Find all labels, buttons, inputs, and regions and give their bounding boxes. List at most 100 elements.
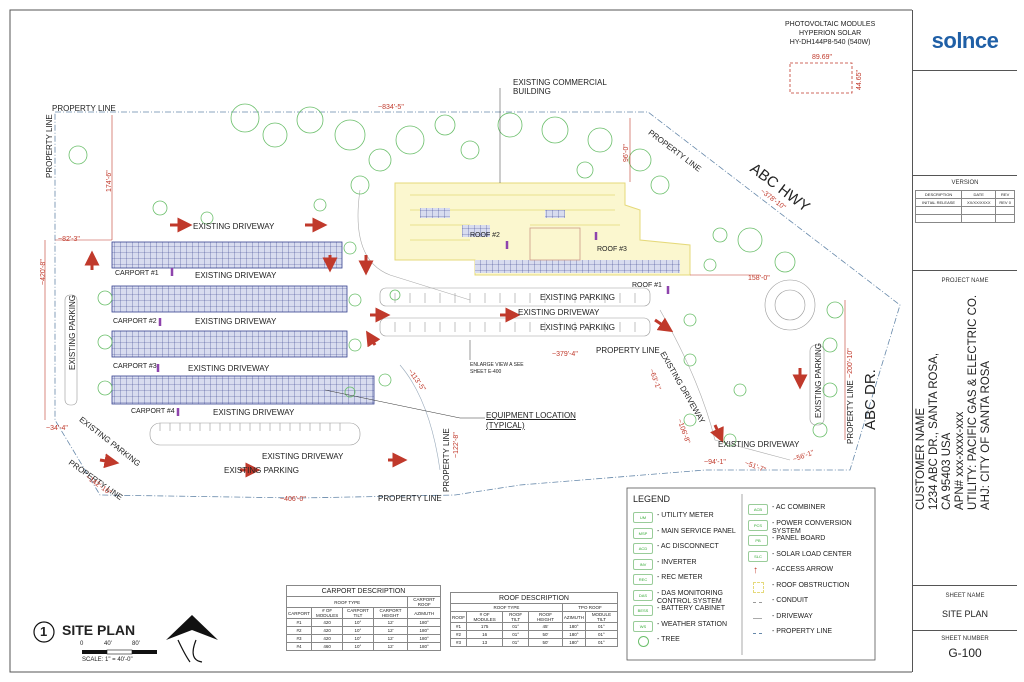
version-description: INITIAL RELEASE xyxy=(914,198,963,207)
label-driveway-8: EXISTING DRIVEWAY xyxy=(718,440,800,449)
driveway-icon xyxy=(753,613,762,619)
roof_table-header-cell: ROOF TILT xyxy=(502,611,530,623)
label-abc-dr: ABC DR. xyxy=(862,369,879,430)
carport_table-cell: 10° xyxy=(342,642,374,651)
carport_table-header-cell: AZIMUTH xyxy=(407,607,441,619)
legend-symbol: REC xyxy=(633,574,653,585)
carport_table-cell: 420 xyxy=(310,618,344,627)
roof-table-group: ROOF TYPE xyxy=(450,603,563,612)
legend-title: LEGEND xyxy=(633,494,671,504)
legend-label: - PROPERTY LINE xyxy=(772,628,833,635)
north-arrow xyxy=(166,615,218,663)
dim-406: ~406'-0" xyxy=(280,496,306,503)
property-line xyxy=(54,111,901,499)
customer-name: CUSTOMER NAME xyxy=(915,407,927,510)
roof_table-cell: 180° xyxy=(561,622,586,631)
carport_table-cell: 12' xyxy=(372,626,409,635)
dim-96: 96'-0" xyxy=(623,144,630,162)
tree-icon xyxy=(638,636,649,647)
label-carport-4: CARPORT #4 xyxy=(131,408,175,415)
carport-2-array xyxy=(111,285,348,313)
version-date: XX/XX/XXXX xyxy=(961,198,997,207)
version-table: DESCRIPTION DATE REV INITIAL RELEASE XX/… xyxy=(914,190,1015,223)
carport_table-cell: 12' xyxy=(372,634,409,643)
legend-label: - AC DISCONNECT xyxy=(657,543,719,550)
legend-label: - ROOF OBSTRUCTION xyxy=(772,581,850,589)
carport_table-cell: 180° xyxy=(407,642,441,651)
legend-symbol: SLC xyxy=(748,550,768,562)
dimension-lines xyxy=(44,115,846,440)
carport_table-header-cell: CARPORT HEIGHT xyxy=(372,607,409,619)
legend-symbol: UM xyxy=(633,512,653,523)
sheet-name-cell: SHEET NAME SITE PLAN xyxy=(913,585,1017,631)
roof_table-header-cell: MODULE TILT xyxy=(584,611,619,623)
roof_table-cell: 16 xyxy=(465,630,504,639)
roof_table-cell: 13 xyxy=(465,638,504,647)
label-existing-building: EXISTING COMMERCIAL BUILDING xyxy=(513,78,607,96)
roof_table-cell: #2 xyxy=(450,630,467,639)
roof_table-cell: 50' xyxy=(528,638,563,647)
legend-label: - DRIVEWAY xyxy=(772,612,813,620)
ahj: AHJ: CITY OF SANTA ROSA xyxy=(980,360,992,510)
label-driveway-6: EXISTING DRIVEWAY xyxy=(262,452,344,461)
label-driveway-5: EXISTING DRIVEWAY xyxy=(213,408,295,417)
carport_table-cell: 180° xyxy=(407,618,441,627)
scale-label: SCALE: 1" = 40'-0" xyxy=(82,657,133,663)
legend-frame xyxy=(626,487,876,661)
sheet-number-cell: SHEET NUMBER G-100 xyxy=(913,630,1017,672)
logo-cell: solnce xyxy=(913,10,1017,71)
legend-symbol: MSP xyxy=(633,527,653,539)
roof_table-cell: 180° xyxy=(561,630,586,639)
carport_table-cell: #3 xyxy=(286,634,312,643)
legend-label: - PANEL BOARD xyxy=(772,535,826,542)
utility: UTILITY: PACIFIC GAS & ELECTRIC CO. xyxy=(967,294,979,510)
roof_table-cell: 50' xyxy=(528,630,563,639)
carport_table-header-cell: CARPORT TILT xyxy=(342,607,374,619)
sheet-border xyxy=(9,9,912,673)
pv-module-callout: PHOTOVOLTAIC MODULES HYPERION SOLAR HY-D… xyxy=(785,20,875,47)
roof_table-cell: 180° xyxy=(561,638,586,647)
label-parking-2: EXISTING PARKING xyxy=(540,323,615,332)
carport_table-cell: 460 xyxy=(310,642,344,651)
roof-table-title: ROOF DESCRIPTION xyxy=(450,592,618,604)
label-roof-3: ROOF #3 xyxy=(597,246,627,253)
roof_table-cell: 01° xyxy=(502,622,530,631)
legend-symbol: INV xyxy=(633,558,653,570)
carport_table-cell: 180° xyxy=(407,626,441,635)
sheet-name-label: SHEET NAME xyxy=(945,593,985,599)
label-carport-3: CARPORT #3 xyxy=(113,363,157,370)
carport-table-group: ROOF TYPE xyxy=(285,596,409,608)
dim-200: ~200'-10" xyxy=(847,348,854,378)
project-info: CUSTOMER NAME 1234 ABC DR., SANTA ROSA, … xyxy=(915,210,993,510)
carport-1-array xyxy=(111,241,343,269)
carport_table-cell: 10° xyxy=(342,626,374,635)
roof_table-cell: #3 xyxy=(450,638,467,647)
version-rev: REV 0 xyxy=(995,198,1015,207)
label-parking-1: EXISTING PARKING xyxy=(540,293,615,302)
legend-label: - ACCESS ARROW xyxy=(772,566,834,573)
roof_table-cell: 01° xyxy=(584,622,619,631)
sheet-number-label: SHEET NUMBER xyxy=(941,636,989,642)
sheet-name: SITE PLAN xyxy=(941,609,988,619)
carport_table-header-cell: # OF MODULES xyxy=(310,607,344,619)
legend-symbol: PCS xyxy=(748,519,768,531)
legend-symbol: DAS xyxy=(633,589,653,601)
label-parking-4: EXISTING PARKING xyxy=(68,295,77,370)
scale-0: 0 xyxy=(80,641,84,647)
legend-label: - INVERTER xyxy=(657,558,697,566)
carport_table-cell: 420 xyxy=(310,626,344,635)
legend-label: - CONDUIT xyxy=(772,597,809,604)
solnce-logo: solnce xyxy=(931,28,999,53)
apn: APN# xxx-xxxx-xxx xyxy=(954,411,966,510)
pv-module-width: 89.69" xyxy=(812,54,833,61)
conduit-icon xyxy=(753,597,762,603)
dim-379: ~379'-4" xyxy=(552,351,578,358)
roof-1-array xyxy=(475,260,680,273)
legend-label: - REC METER xyxy=(657,574,703,581)
roof-table-group2: TPO ROOF xyxy=(561,603,619,612)
